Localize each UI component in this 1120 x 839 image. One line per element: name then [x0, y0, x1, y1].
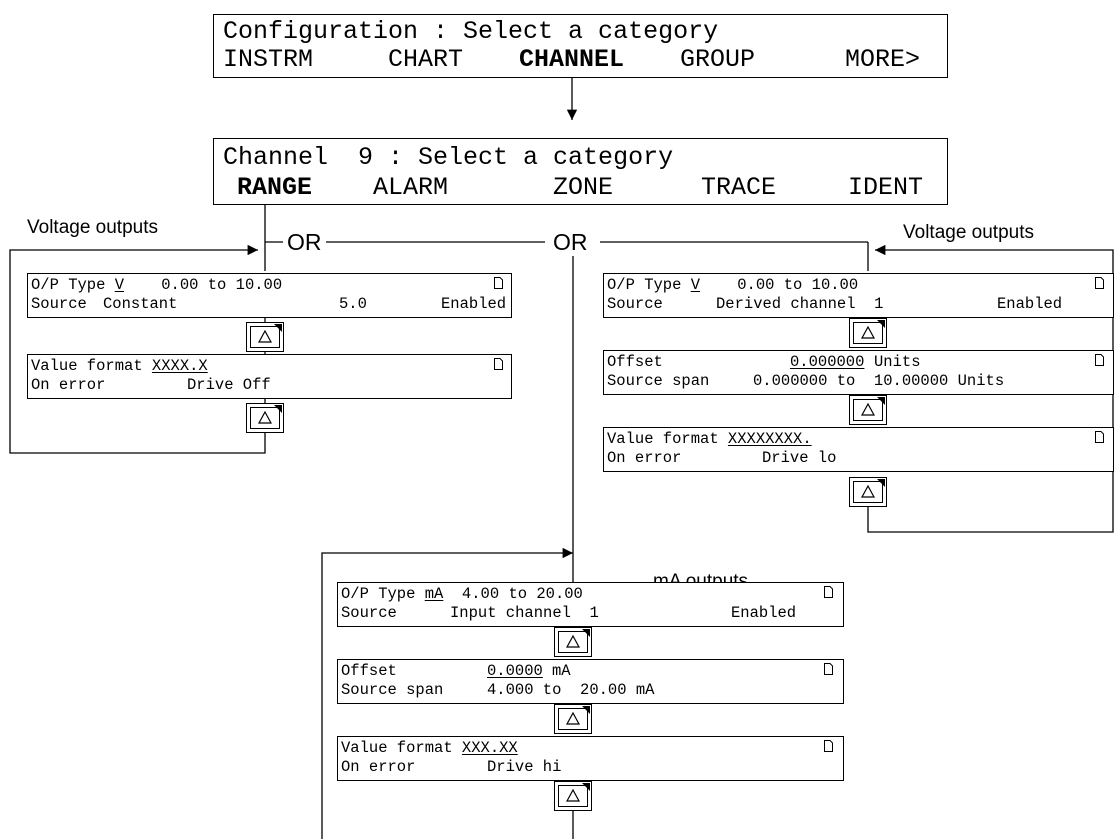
up-arrow-key-icon[interactable]	[849, 318, 887, 348]
format-label: Value format	[31, 357, 152, 375]
span-value: 4.000 to 20.00 mA	[487, 681, 655, 699]
up-arrow-key-icon[interactable]	[554, 704, 592, 734]
page-icon	[494, 358, 503, 370]
up-arrow-key-icon[interactable]	[246, 403, 284, 433]
right-range-box[interactable]: O/P Type V 0.00 to 10.00 Source Derived …	[603, 273, 1114, 318]
left-range-box[interactable]: O/P Type V 0.00 to 10.00 Source Constant…	[27, 273, 512, 318]
error-value: Drive hi	[487, 758, 562, 776]
ma-op-type-line: O/P Type mA 4.00 to 20.00	[341, 586, 583, 603]
tab-chart[interactable]: CHART	[388, 45, 464, 74]
ma-offset-box[interactable]: Offset 0.0000 mA Source span 4.000 to 20…	[337, 659, 844, 704]
configuration-title: Configuration : Select a category	[223, 17, 719, 46]
format-label: Value format	[341, 739, 462, 757]
source-constant-value: 5.0	[339, 295, 367, 313]
span-label: Source span	[607, 372, 710, 390]
span-value: 0.000000 to 10.00000 Units	[753, 372, 1005, 390]
voltage-outputs-label-left: Voltage outputs	[27, 217, 158, 239]
right-op-type-line: O/P Type V 0.00 to 10.00	[607, 277, 858, 294]
up-arrow-key-icon[interactable]	[554, 781, 592, 811]
error-label: On error	[31, 376, 106, 394]
format-value: XXXXXXXX.	[727, 430, 812, 448]
span-label: Source span	[341, 681, 444, 699]
tab-group[interactable]: GROUP	[680, 45, 756, 74]
ma-loop-back	[321, 547, 573, 839]
offset-label: Offset	[341, 662, 397, 680]
source-label: Source	[607, 295, 663, 313]
left-loop	[9, 244, 266, 454]
source-label: Source	[31, 295, 87, 313]
up-arrow-key-icon[interactable]	[849, 477, 887, 507]
format-label: Value format	[607, 430, 728, 448]
format-value: XXX.XX	[461, 739, 518, 757]
source-value: Derived channel 1	[716, 295, 884, 313]
tab-alarm[interactable]: ALARM	[373, 173, 449, 202]
op-type-value: mA	[424, 585, 444, 603]
left-format-box[interactable]: Value format XXXX.X On error Drive Off	[27, 354, 512, 399]
tab-more[interactable]: MORE>	[845, 45, 921, 74]
ma-format-line: Value format XXX.XX	[341, 740, 518, 757]
status-value: Enabled	[731, 604, 797, 622]
tab-instrm[interactable]: INSTRM	[223, 45, 314, 74]
error-value: Drive lo	[762, 449, 837, 467]
page-icon	[1095, 354, 1104, 366]
left-op-type-line: O/P Type V 0.00 to 10.00	[31, 277, 282, 294]
ma-range-box[interactable]: O/P Type mA 4.00 to 20.00 Source Input c…	[337, 582, 844, 627]
op-type-value: V	[690, 276, 701, 294]
up-arrow-key-icon[interactable]	[849, 395, 887, 425]
up-arrow-key-icon[interactable]	[554, 627, 592, 657]
channel-title: Channel 9 : Select a category	[223, 143, 674, 172]
op-type-label: O/P Type	[607, 276, 691, 294]
offset-unit: Units	[874, 353, 921, 371]
page-icon	[494, 277, 503, 289]
voltage-outputs-label-right: Voltage outputs	[903, 222, 1034, 244]
left-format-line: Value format XXXX.X	[31, 358, 208, 375]
error-label: On error	[341, 758, 416, 776]
op-type-range: 0.00 to 10.00	[700, 276, 859, 294]
right-format-box[interactable]: Value format XXXXXXXX. On error Drive lo	[603, 427, 1114, 472]
offset-value: 0.0000	[487, 662, 543, 680]
page-icon	[1095, 277, 1104, 289]
or-label-1: OR	[283, 229, 326, 255]
right-offset-box[interactable]: Offset 0.000000 Units Source span 0.0000…	[603, 350, 1114, 395]
configuration-screen: Configuration : Select a category INSTRM…	[213, 14, 948, 78]
status-value: Enabled	[441, 295, 507, 313]
tab-channel[interactable]: CHANNEL	[519, 45, 625, 74]
or-label-2: OR	[549, 229, 592, 255]
op-type-range: 0.00 to 10.00	[124, 276, 283, 294]
ma-format-box[interactable]: Value format XXX.XX On error Drive hi	[337, 736, 844, 781]
tab-trace[interactable]: TRACE	[701, 173, 777, 202]
channel-screen: Channel 9 : Select a category RANGE ALAR…	[213, 138, 948, 205]
right-loop	[867, 244, 1114, 533]
tab-range[interactable]: RANGE	[237, 173, 313, 202]
page-icon	[824, 663, 833, 675]
page-icon	[824, 740, 833, 752]
status-value: Enabled	[997, 295, 1063, 313]
tab-zone[interactable]: ZONE	[553, 173, 614, 202]
page-icon	[1095, 431, 1104, 443]
error-value: Drive Off	[187, 376, 271, 394]
source-label: Source	[341, 604, 397, 622]
op-type-range: 4.00 to 20.00	[443, 585, 583, 603]
offset-value: 0.000000	[790, 353, 865, 371]
format-value: XXXX.X	[151, 357, 208, 375]
right-format-line: Value format XXXXXXXX.	[607, 431, 812, 448]
offset-unit: mA	[552, 662, 571, 680]
op-type-label: O/P Type	[341, 585, 425, 603]
source-value: Input channel 1	[450, 604, 599, 622]
error-label: On error	[607, 449, 682, 467]
offset-label: Offset	[607, 353, 663, 371]
page-icon	[824, 586, 833, 598]
source-value: Constant	[103, 295, 178, 313]
tab-ident[interactable]: IDENT	[848, 173, 924, 202]
op-type-label: O/P Type	[31, 276, 115, 294]
up-arrow-key-icon[interactable]	[246, 322, 284, 352]
op-type-value: V	[114, 276, 125, 294]
